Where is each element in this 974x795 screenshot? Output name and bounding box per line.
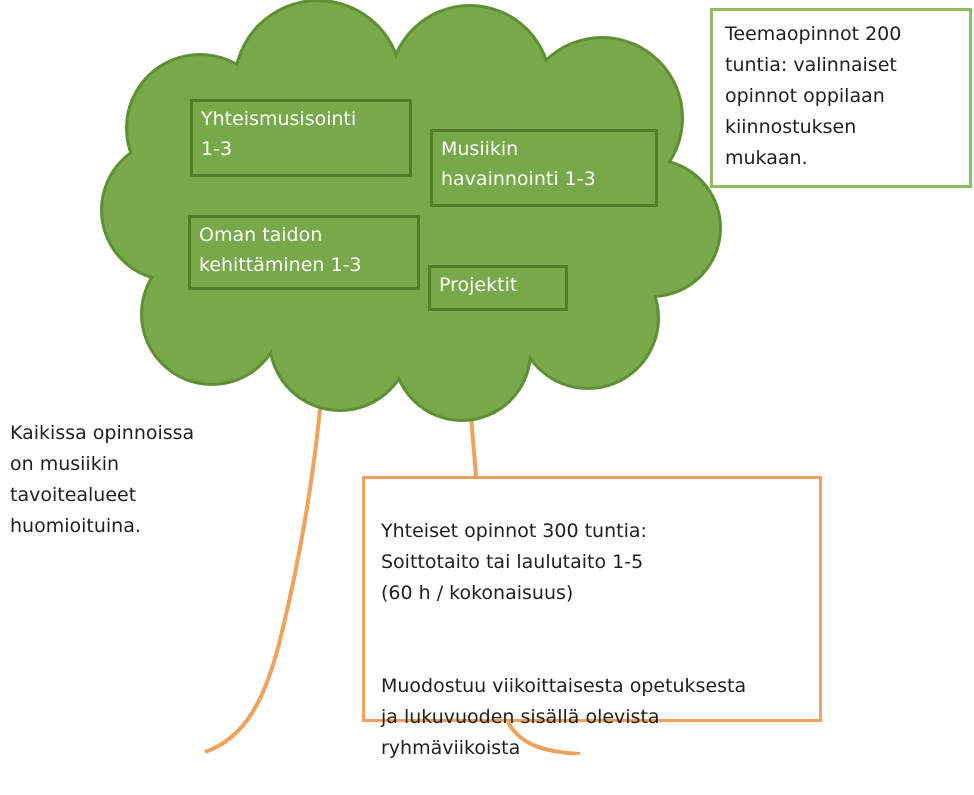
yhteiset-opinnot-heading: Yhteiset opinnot 300 tuntia: Soittotaito… <box>381 520 647 604</box>
leaf-box-musiikin-havainnointi: Musiikin havainnointi 1-3 <box>430 129 658 207</box>
teemaopinnot-note: Teemaopinnot 200 tuntia: valinnaiset opi… <box>710 8 972 188</box>
tree-crown <box>100 0 722 422</box>
leaf-box-projektit: Projektit <box>428 265 568 311</box>
yhteiset-opinnot-description: Muodostuu viikoittaisesta opetuksesta ja… <box>381 675 747 759</box>
tree-diagram <box>100 0 722 755</box>
leaf-box-oman-taidon-kehittaminen: Oman taidon kehittäminen 1-3 <box>188 215 420 290</box>
kaikissa-opinnoissa-text: Kaikissa opinnoissa on musiikin tavoitea… <box>10 422 195 537</box>
yhteiset-opinnot-note: Yhteiset opinnot 300 tuntia: Soittotaito… <box>362 476 822 759</box>
trunk-left-branch <box>204 387 324 754</box>
leaf-box-yhteismusisointi: Yhteismusisointi 1-3 <box>190 99 412 177</box>
